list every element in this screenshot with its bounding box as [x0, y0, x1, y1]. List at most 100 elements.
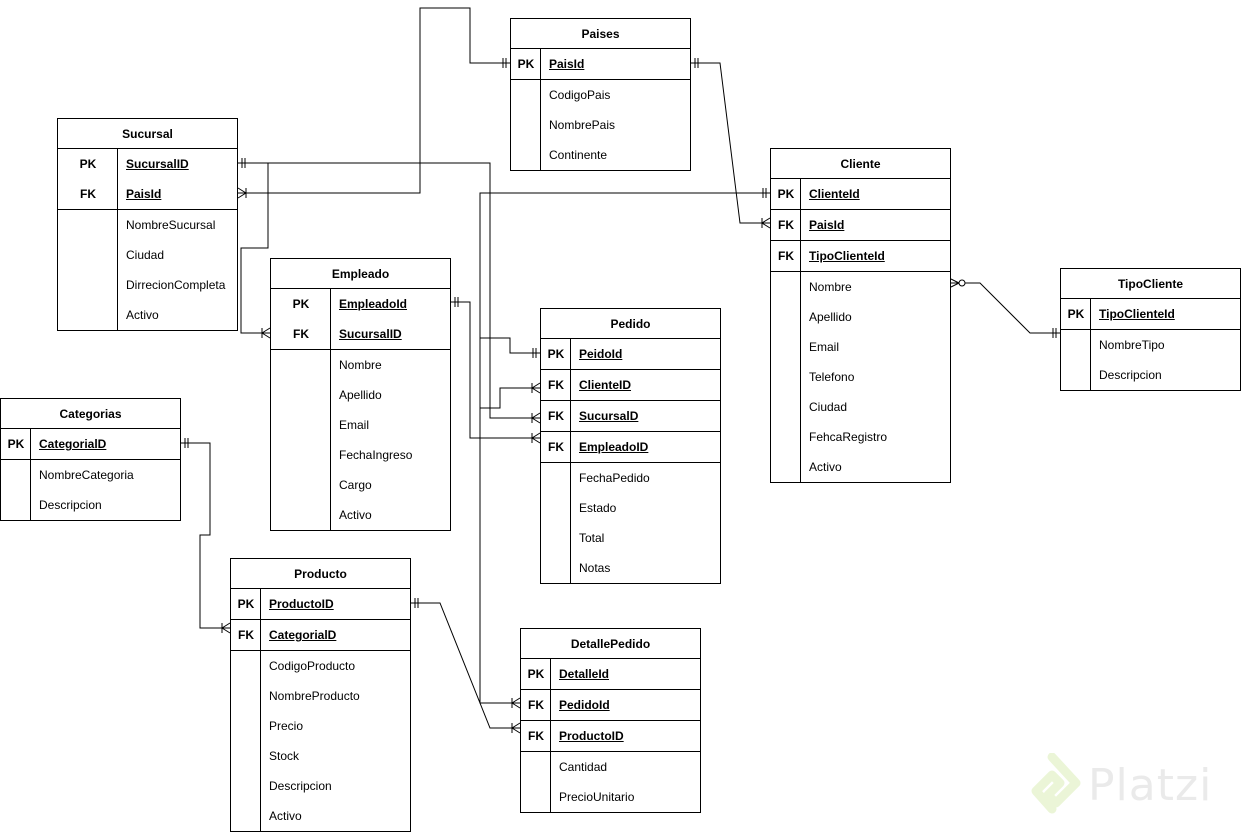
field-row[interactable]: Ciudad [771, 392, 950, 422]
field-row[interactable]: CodigoProducto [231, 651, 410, 681]
key-label [271, 410, 331, 440]
rel-sucursal-empleado[interactable] [238, 162, 270, 334]
rel-paises-sucursal[interactable] [238, 7, 510, 194]
field-name: NombreTipo [1099, 338, 1165, 352]
rel-producto-detalle[interactable] [411, 602, 520, 729]
field-row[interactable]: Ciudad [58, 240, 237, 270]
column-divider [260, 620, 261, 650]
cardinality-one-icon [184, 438, 189, 448]
field-row[interactable]: FehcaRegistro [771, 422, 950, 452]
field-row[interactable]: Activo [271, 500, 450, 530]
field-row[interactable]: FechaPedido [541, 463, 720, 493]
field-row[interactable]: Descripcion [1, 490, 180, 520]
key-label [511, 140, 541, 170]
rel-empleado-pedido[interactable] [451, 301, 540, 439]
field-row[interactable]: Precio [231, 711, 410, 741]
field-row[interactable]: Email [271, 410, 450, 440]
column-divider [260, 589, 261, 619]
field-row[interactable]: Apellido [271, 380, 450, 410]
field-row[interactable]: Activo [771, 452, 950, 482]
field-row[interactable]: NombreTipo [1061, 330, 1240, 360]
field-row[interactable]: Descripcion [231, 771, 410, 801]
rel-sucursal-pedido[interactable] [268, 162, 540, 419]
field-row[interactable]: NombreCategoria [1, 460, 180, 490]
field-row[interactable]: FechaIngreso [271, 440, 450, 470]
key-label [58, 240, 118, 270]
field-row[interactable]: Nombre [271, 350, 450, 380]
key-field-name: EmpleadoId [339, 297, 408, 311]
rel-categorias-producto[interactable] [181, 442, 230, 629]
rel-cliente-pedido[interactable] [479, 192, 770, 409]
field-row[interactable]: CodigoPais [511, 80, 690, 110]
rel-pedido-detalle[interactable] [479, 408, 520, 704]
rel-pedido-pk[interactable] [480, 337, 540, 354]
field-row[interactable]: Stock [231, 741, 410, 771]
column-divider [570, 339, 571, 369]
field-row[interactable]: Cantidad [521, 752, 700, 782]
key-label [541, 463, 571, 493]
field-row[interactable]: PrecioUnitario [521, 782, 700, 812]
field-row[interactable]: Total [541, 523, 720, 553]
field-row[interactable]: NombreProducto [231, 681, 410, 711]
field-row[interactable]: NombreSucursal [58, 210, 237, 240]
cardinality-one-icon [414, 598, 419, 608]
key-label [771, 362, 801, 392]
column-divider [30, 460, 31, 520]
field-row[interactable]: Cargo [271, 470, 450, 500]
field-row[interactable]: Telefono [771, 362, 950, 392]
column-divider [800, 241, 801, 271]
key-field-name: ClienteID [579, 378, 632, 392]
key-label: FK [778, 218, 794, 232]
field-row[interactable]: Email [771, 332, 950, 362]
field-row[interactable]: DirrecionCompleta [58, 270, 237, 300]
field-name: Descripcion [39, 498, 102, 512]
field-row[interactable]: Descripcion [1061, 360, 1240, 390]
field-row[interactable]: Nombre [771, 272, 950, 302]
field-row[interactable]: Notas [541, 553, 720, 583]
field-row[interactable]: Activo [58, 300, 237, 330]
rel-tipocliente-cliente[interactable] [951, 282, 1060, 334]
rel-paises-cliente[interactable] [691, 62, 770, 224]
field-row[interactable]: Activo [231, 801, 410, 831]
field-row[interactable]: NombrePais [511, 110, 690, 140]
field-row[interactable]: Continente [511, 140, 690, 170]
column-divider [117, 210, 118, 330]
field-row[interactable]: Estado [541, 493, 720, 523]
column-divider [260, 651, 261, 831]
field-row[interactable]: Apellido [771, 302, 950, 332]
